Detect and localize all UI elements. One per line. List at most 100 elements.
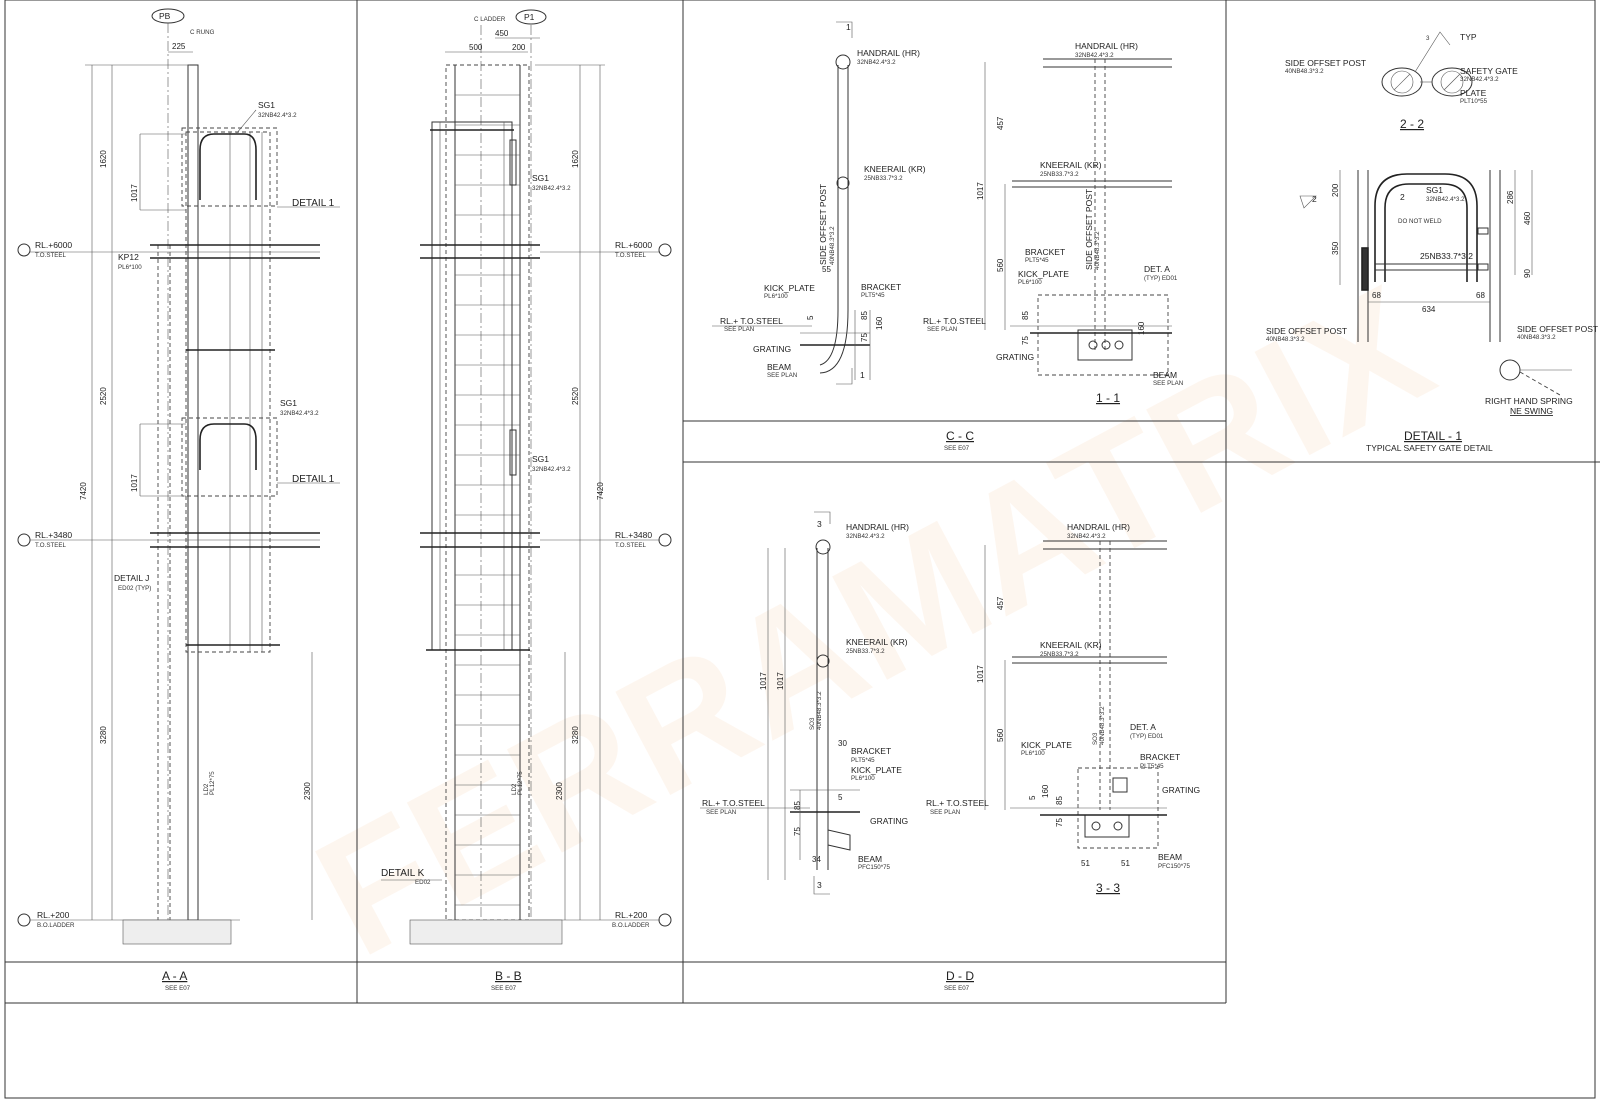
section-dd-title: D - D [946,969,974,983]
c-ladder-label: C LADDER [474,16,506,23]
dim-2520: 2520 [99,387,108,405]
rl-tosteel-11: RL.+ T.O.STEEL [923,316,986,326]
cage-bb [431,121,513,651]
dim-2300: 2300 [303,782,312,800]
section-cc-view: 1 HANDRAIL (HR) 32NB42.4*3.2 KNEERAIL (K… [712,21,1183,452]
svg-text:85: 85 [1055,796,1064,805]
level-marker-200 [17,913,31,927]
so3-label-dd: SO3 [809,717,816,730]
dim-1620-bb: 1620 [571,150,580,168]
dim-7420-bb: 7420 [596,482,605,500]
svg-text:PL6*100: PL6*100 [851,775,875,782]
section-marker-1-top: 1 [846,22,851,32]
svg-text:457: 457 [996,116,1005,130]
svg-text:PL12*75: PL12*75 [209,771,216,795]
dim-1017-dd-b: 1017 [759,672,768,690]
level-rl3480: RL.+3480 [35,530,72,540]
svg-text:PLT10*55: PLT10*55 [1460,98,1488,105]
svg-text:40NB48.3*3.2: 40NB48.3*3.2 [1285,68,1324,75]
section-dd-ref: SEE E07 [944,985,970,992]
svg-text:560: 560 [996,728,1005,742]
svg-text:B.O.LADDER: B.O.LADDER [37,922,75,929]
section-aa-ref: SEE E07 [165,985,191,992]
sg1-label-bb-upper: SG1 [532,173,549,183]
svg-text:5: 5 [838,793,843,802]
beam-label-dd: BEAM [858,854,882,864]
svg-text:T.O.STEEL: T.O.STEEL [615,252,647,259]
base-footing-bb [409,919,563,945]
svg-text:SEE PLAN: SEE PLAN [930,809,960,816]
svg-text:32NB42.4*3.2: 32NB42.4*3.2 [857,59,896,66]
section-cc-ref: SEE E07 [944,445,970,452]
svg-text:75: 75 [793,827,802,836]
svg-text:SEE PLAN: SEE PLAN [1153,380,1183,387]
svg-text:85: 85 [860,311,869,320]
level-rl6000: RL.+6000 [35,240,72,250]
level-rl3480-bb: RL.+3480 [615,530,652,540]
typ-label: TYP [1460,32,1477,42]
svg-text:350: 350 [1331,241,1340,255]
rh-spring-label: RIGHT HAND SPRING [1485,396,1573,406]
svg-text:32NB42.4*3.2: 32NB42.4*3.2 [1426,196,1465,203]
svg-text:PLT5*45: PLT5*45 [1140,763,1164,770]
dim-450: 450 [495,29,509,38]
handrail-label-33: HANDRAIL (HR) [1067,522,1130,532]
svg-text:32NB42.4*3.2: 32NB42.4*3.2 [258,112,297,119]
sg1-label-bb-lower: SG1 [532,454,549,464]
side-offset-post-label-11: SIDE OFFSET POST [1084,189,1094,270]
dim-1620: 1620 [99,150,108,168]
dim-3280: 3280 [99,726,108,744]
svg-text:160: 160 [875,316,884,330]
svg-text:460: 460 [1523,211,1532,225]
kick-plate-label-33: KICK_PLATE [1021,740,1072,750]
level-rl200: RL.+200 [37,910,70,920]
svg-text:PLT5*45: PLT5*45 [861,292,885,299]
det-a-label-11: DET. A [1144,264,1170,274]
svg-text:(TYP) ED01: (TYP) ED01 [1144,275,1178,282]
section-bb-view: C LADDER P1 450 500 200 [381,9,672,992]
safety-gate-label-22: SAFETY GATE [1460,66,1518,76]
dim-2520-bb: 2520 [571,387,580,405]
section-11-title: 1 - 1 [1096,391,1120,405]
svg-text:SEE PLAN: SEE PLAN [767,372,797,379]
section-33-title: 3 - 3 [1096,881,1120,895]
handrail-label-cc: HANDRAIL (HR) [857,48,920,58]
svg-text:PFC150*75: PFC150*75 [858,864,891,871]
side-offset-post-label-right: SIDE OFFSET POST [1517,324,1598,334]
svg-text:3: 3 [1426,35,1430,42]
svg-text:51: 51 [1081,859,1090,868]
svg-text:40NB48.3*3.2: 40NB48.3*3.2 [1094,231,1101,270]
rl-tosteel-33: RL.+ T.O.STEEL [926,798,989,808]
ne-swing-label: NE SWING [1510,406,1553,416]
kick-plate-label-cc: KICK_PLATE [764,283,815,293]
svg-text:T.O.STEEL: T.O.STEEL [615,542,647,549]
section-dd-view: 1017 1017 85 75 30 34 5 3 HANDRAIL (HR) … [700,511,1200,992]
svg-text:PFC150*75: PFC150*75 [1158,863,1191,870]
kneerail-label-33: KNEERAIL (KR) [1040,640,1102,650]
svg-text:ED02: ED02 [415,879,431,886]
svg-text:5: 5 [806,315,815,320]
svg-text:40NB48.3*3.2: 40NB48.3*3.2 [829,226,836,265]
detail-1-subtitle: TYPICAL SAFETY GATE DETAIL [1366,443,1493,453]
dim-1017-11: 1017 [976,182,985,200]
handrail-section [835,54,851,70]
dim-1017-lower: 1017 [130,474,139,492]
svg-text:SEE PLAN: SEE PLAN [927,326,957,333]
ladder-stringer [187,64,199,921]
rl-tosteel-dd: RL.+ T.O.STEEL [702,798,765,808]
level-marker-3480 [17,533,31,547]
section-aa-view: PB C RUNG 225 [17,8,340,992]
det-a-label-33: DET. A [1130,722,1156,732]
svg-text:PL6*100: PL6*100 [118,264,142,271]
svg-text:ED02 (TYP): ED02 (TYP) [118,585,151,592]
svg-text:51: 51 [1121,859,1130,868]
dim-1017-33: 1017 [976,665,985,683]
svg-text:32NB42.4*3.2: 32NB42.4*3.2 [846,533,885,540]
kick-plate-label-dd: KICK_PLATE [851,765,902,775]
svg-text:68: 68 [1476,291,1485,300]
sheet-frame [4,0,1600,1099]
level-marker-6000 [17,243,31,257]
svg-text:25NB33.7*3.2: 25NB33.7*3.2 [864,175,903,182]
section-marker-1-bottom: 1 [860,370,865,380]
